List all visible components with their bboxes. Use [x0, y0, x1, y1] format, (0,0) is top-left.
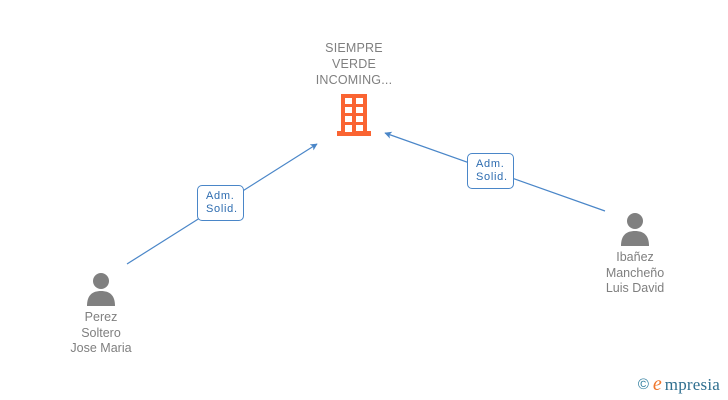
person-node-left[interactable]: Perez Soltero Jose Maria: [31, 272, 171, 357]
person-node-right[interactable]: Ibañez Mancheño Luis David: [565, 212, 705, 297]
brand-initial: e: [652, 373, 662, 395]
company-node[interactable]: SIEMPRE VERDE INCOMING...: [288, 40, 420, 136]
person-icon: [87, 273, 115, 306]
person-icon: [621, 213, 649, 246]
person-name-left: Perez Soltero Jose Maria: [70, 310, 132, 355]
edge-label-left[interactable]: Adm. Solid.: [197, 185, 244, 221]
watermark: © e mpresia: [638, 374, 720, 394]
person-name-right: Ibañez Mancheño Luis David: [605, 250, 665, 295]
building-icon: [337, 94, 371, 136]
copyright-icon: ©: [637, 375, 649, 393]
brand-name: mpresia: [664, 374, 720, 394]
company-name: SIEMPRE VERDE INCOMING...: [315, 41, 393, 87]
edge-label-right[interactable]: Adm. Solid.: [467, 153, 514, 189]
